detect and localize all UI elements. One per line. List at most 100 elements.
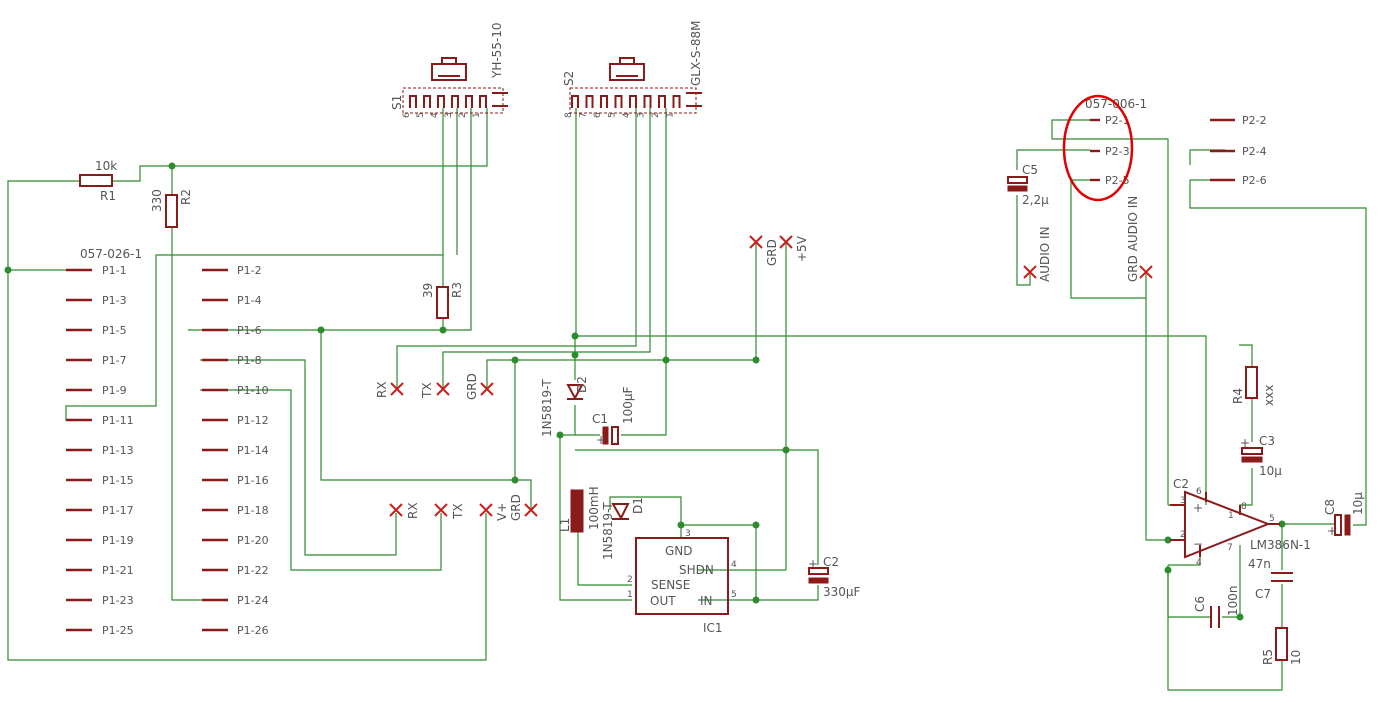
capacitor-c6: C6 100n [1193,585,1240,628]
pin-label: P1-26 [237,624,269,637]
resistor-r3: 39 R3 [421,282,464,319]
pin-label: P1-24 [237,594,269,607]
connector-s2-pin: 8 [564,95,579,118]
capacitor-c3-ref: C3 [1259,434,1275,448]
ic1-pin5: 5 [731,590,737,600]
connector-s2-pin: 3 [637,95,652,118]
pin-number: 1 [666,112,676,118]
header-p2: 057-006-1 P2-1P2-3P2-5 P2-2P2-4P2-6 [1062,94,1267,202]
header-pin: P1-6 [202,324,262,337]
tx-marker-top [436,382,450,396]
pin-contact [658,95,666,108]
header-pin: P1-4 [202,294,262,307]
capacitor-c1: + C1 100µF [592,386,635,447]
vplus-label-bottom: V+ [495,503,509,521]
resistor-r2-value: 330 [150,189,164,212]
header-pin: P1-20 [202,534,269,547]
header-pin: P1-8 [202,354,262,367]
pin-label: P1-20 [237,534,269,547]
pin-number: 1 [472,112,482,118]
connector-s2-part: GLX-S-88M [689,20,703,86]
pin-contact [571,95,579,108]
pin-label: P1-9 [102,384,127,397]
connector-s2-jack-icon [609,57,645,81]
resistor-r1-value: 10k [95,159,117,173]
test-points-bottom: RX TX V+ GRD [389,494,538,521]
capacitor-c3: + C3 10µ [1240,434,1282,478]
connector-s2-pin: 5 [608,95,623,118]
v5-power-marker [779,235,793,249]
amp-pin1: 1 [1228,511,1234,521]
pin-number: 7 [579,112,589,118]
pin-label: P1-13 [102,444,134,457]
pin-label: P1-6 [237,324,262,337]
grd-audio-in-marker [1139,265,1153,279]
pin-label: P1-8 [237,354,262,367]
header-pin: P1-1 [66,264,127,277]
pin-contact [423,95,431,108]
pin-contact [629,95,637,108]
capacitor-c5-value: 2,2µ [1022,193,1049,207]
header-pin: P1-7 [66,354,127,367]
pin-number: 2 [651,112,661,118]
pin-contact [437,95,445,108]
resistor-r2: 330 R2 [150,189,193,228]
pin-label: P1-2 [237,264,262,277]
ic1: GND SHDN SENSE OUT IN 3 4 2 1 5 IC1 [627,529,737,635]
pin-contact [409,95,417,108]
resistor-r4-value: xxx [1262,385,1276,406]
capacitor-c2: + C2 330µF [808,555,861,599]
pin-contact [451,95,459,108]
amp-c2-ref: C2 [1173,477,1189,491]
pin-contact [614,95,623,108]
amplifier-lm386: + − 3 6 2 4 7 8 1 5 LM386N-1 C2 [1170,477,1311,568]
pin-label: P2-2 [1242,114,1267,127]
capacitor-c1-ref: C1 [592,412,608,426]
audio-in-marker [1023,265,1037,279]
pin-label: P1-12 [237,414,269,427]
inductor-l1-value: 100mH [587,486,601,530]
header-pin: P2-1 [1090,114,1130,127]
pin-label: P1-5 [102,324,127,337]
tx-label-top: TX [420,382,434,399]
connector-s2-pin: 4 [622,95,637,118]
pin-contact [479,95,487,108]
diode-d2-part: 1N5819-T [540,379,554,437]
connector-s1-pin: 1 [472,95,487,118]
header-pin: P1-17 [66,504,134,517]
ic1-sense-label: SENSE [651,578,690,592]
tx-label-bottom: TX [451,503,465,520]
inductor-l1-ref: L1 [558,518,572,532]
header-p1: 057-026-1 P1-1P1-3P1-5P1-7P1-9P1-11P1-13… [66,247,269,637]
diode-d1: 1N5819-T D1 [601,497,645,560]
pin-label: P1-17 [102,504,134,517]
pin-label: P1-4 [237,294,262,307]
pin-label: P1-10 [237,384,269,397]
svg-text:+: + [596,433,606,447]
capacitor-c5-ref: C5 [1022,163,1038,177]
amp-minus: − [1193,537,1203,551]
grd-label-top: GRD [465,373,479,400]
rx-marker-top [390,382,404,396]
capacitor-c2-value: 330µF [823,585,861,599]
pin-label: P2-4 [1242,145,1267,158]
header-pin: P1-21 [66,564,134,577]
rx-label-top: RX [375,381,389,398]
amp-pin7: 7 [1227,543,1233,553]
connector-s2-pin: 1 [666,95,681,118]
pin-label: P1-23 [102,594,134,607]
connector-s2-ref: S2 [562,71,576,86]
tx-marker-bottom [434,503,448,517]
header-pin: P2-2 [1210,114,1267,127]
pin-label: P2-1 [1105,114,1130,127]
ic1-gnd-label: GND [665,544,693,558]
capacitor-c8-value: 10µ [1351,492,1365,515]
header-pin: P1-22 [202,564,269,577]
pin-label: P2-6 [1242,174,1267,187]
audio-in-label: AUDIO IN [1038,226,1052,282]
header-pin: P1-12 [202,414,269,427]
pin-number: 3 [637,112,647,118]
diode-d1-part: 1N5819-T [601,502,615,560]
pin-number: 2 [458,112,468,118]
